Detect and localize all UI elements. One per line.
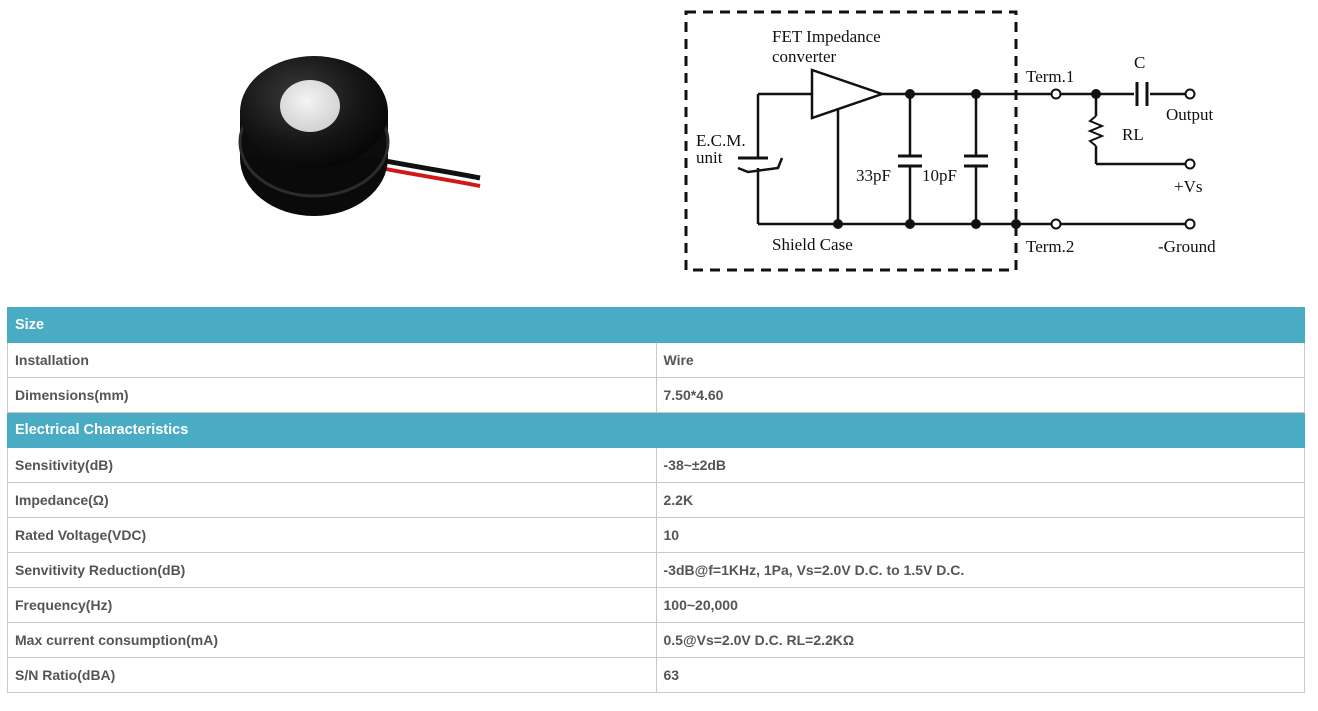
output-label: Output	[1166, 105, 1214, 124]
spec-label: Max current consumption(mA)	[7, 622, 657, 658]
spec-label: Dimensions(mm)	[7, 377, 657, 413]
ecm-label-1: E.C.M.	[696, 131, 746, 150]
table-row: Installation Wire	[7, 342, 1305, 378]
table-row: Frequency(Hz) 100~20,000	[7, 587, 1305, 623]
table-row: S/N Ratio(dBA) 63	[7, 657, 1305, 693]
section-header: Size	[7, 307, 1305, 343]
rl-label: RL	[1122, 125, 1144, 144]
spec-value: 10	[655, 517, 1305, 553]
spec-label: Rated Voltage(VDC)	[7, 517, 657, 553]
cap2-label: 10pF	[922, 166, 957, 185]
spec-label: Installation	[7, 342, 657, 378]
fet-label-2: converter	[772, 47, 837, 66]
spec-value: -38~±2dB	[655, 447, 1305, 483]
table-row: Senvitivity Reduction(dB) -3dB@f=1KHz, 1…	[7, 552, 1305, 588]
term2-label: Term.2	[1026, 237, 1074, 256]
spec-table: Size Installation Wire Dimensions(mm) 7.…	[7, 307, 1305, 693]
spec-label: Sensitivity(dB)	[7, 447, 657, 483]
spec-value: 2.2K	[655, 482, 1305, 518]
section-header: Electrical Characteristics	[7, 412, 1305, 448]
shield-label: Shield Case	[772, 235, 853, 254]
circuit-schematic: FET Impedance converter E.C.M. unit 33pF…	[684, 10, 1216, 272]
spec-label: Frequency(Hz)	[7, 587, 657, 623]
spec-value: 0.5@Vs=2.0V D.C. RL=2.2KΩ	[655, 622, 1305, 658]
table-row: Impedance(Ω) 2.2K	[7, 482, 1305, 518]
table-row: Dimensions(mm) 7.50*4.60	[7, 377, 1305, 413]
section-title: Size	[7, 307, 1305, 343]
spec-label: S/N Ratio(dBA)	[7, 657, 657, 693]
spec-value: Wire	[655, 342, 1305, 378]
spec-value: -3dB@f=1KHz, 1Pa, Vs=2.0V D.C. to 1.5V D…	[655, 552, 1305, 588]
table-row: Rated Voltage(VDC) 10	[7, 517, 1305, 553]
cap-c-label: C	[1134, 53, 1145, 72]
table-row: Sensitivity(dB) -38~±2dB	[7, 447, 1305, 483]
ground-label: -Ground	[1158, 237, 1216, 256]
spec-value: 7.50*4.60	[655, 377, 1305, 413]
cap1-label: 33pF	[856, 166, 891, 185]
fet-label-1: FET Impedance	[772, 27, 881, 46]
section-title: Electrical Characteristics	[7, 412, 1305, 448]
ecm-label-2: unit	[696, 148, 723, 167]
spec-label: Senvitivity Reduction(dB)	[7, 552, 657, 588]
spec-value: 63	[655, 657, 1305, 693]
spec-value: 100~20,000	[655, 587, 1305, 623]
microphone-photo	[238, 56, 481, 216]
table-row: Max current consumption(mA) 0.5@Vs=2.0V …	[7, 622, 1305, 658]
vs-label: +Vs	[1174, 177, 1202, 196]
spec-label: Impedance(Ω)	[7, 482, 657, 518]
term1-label: Term.1	[1026, 67, 1074, 86]
